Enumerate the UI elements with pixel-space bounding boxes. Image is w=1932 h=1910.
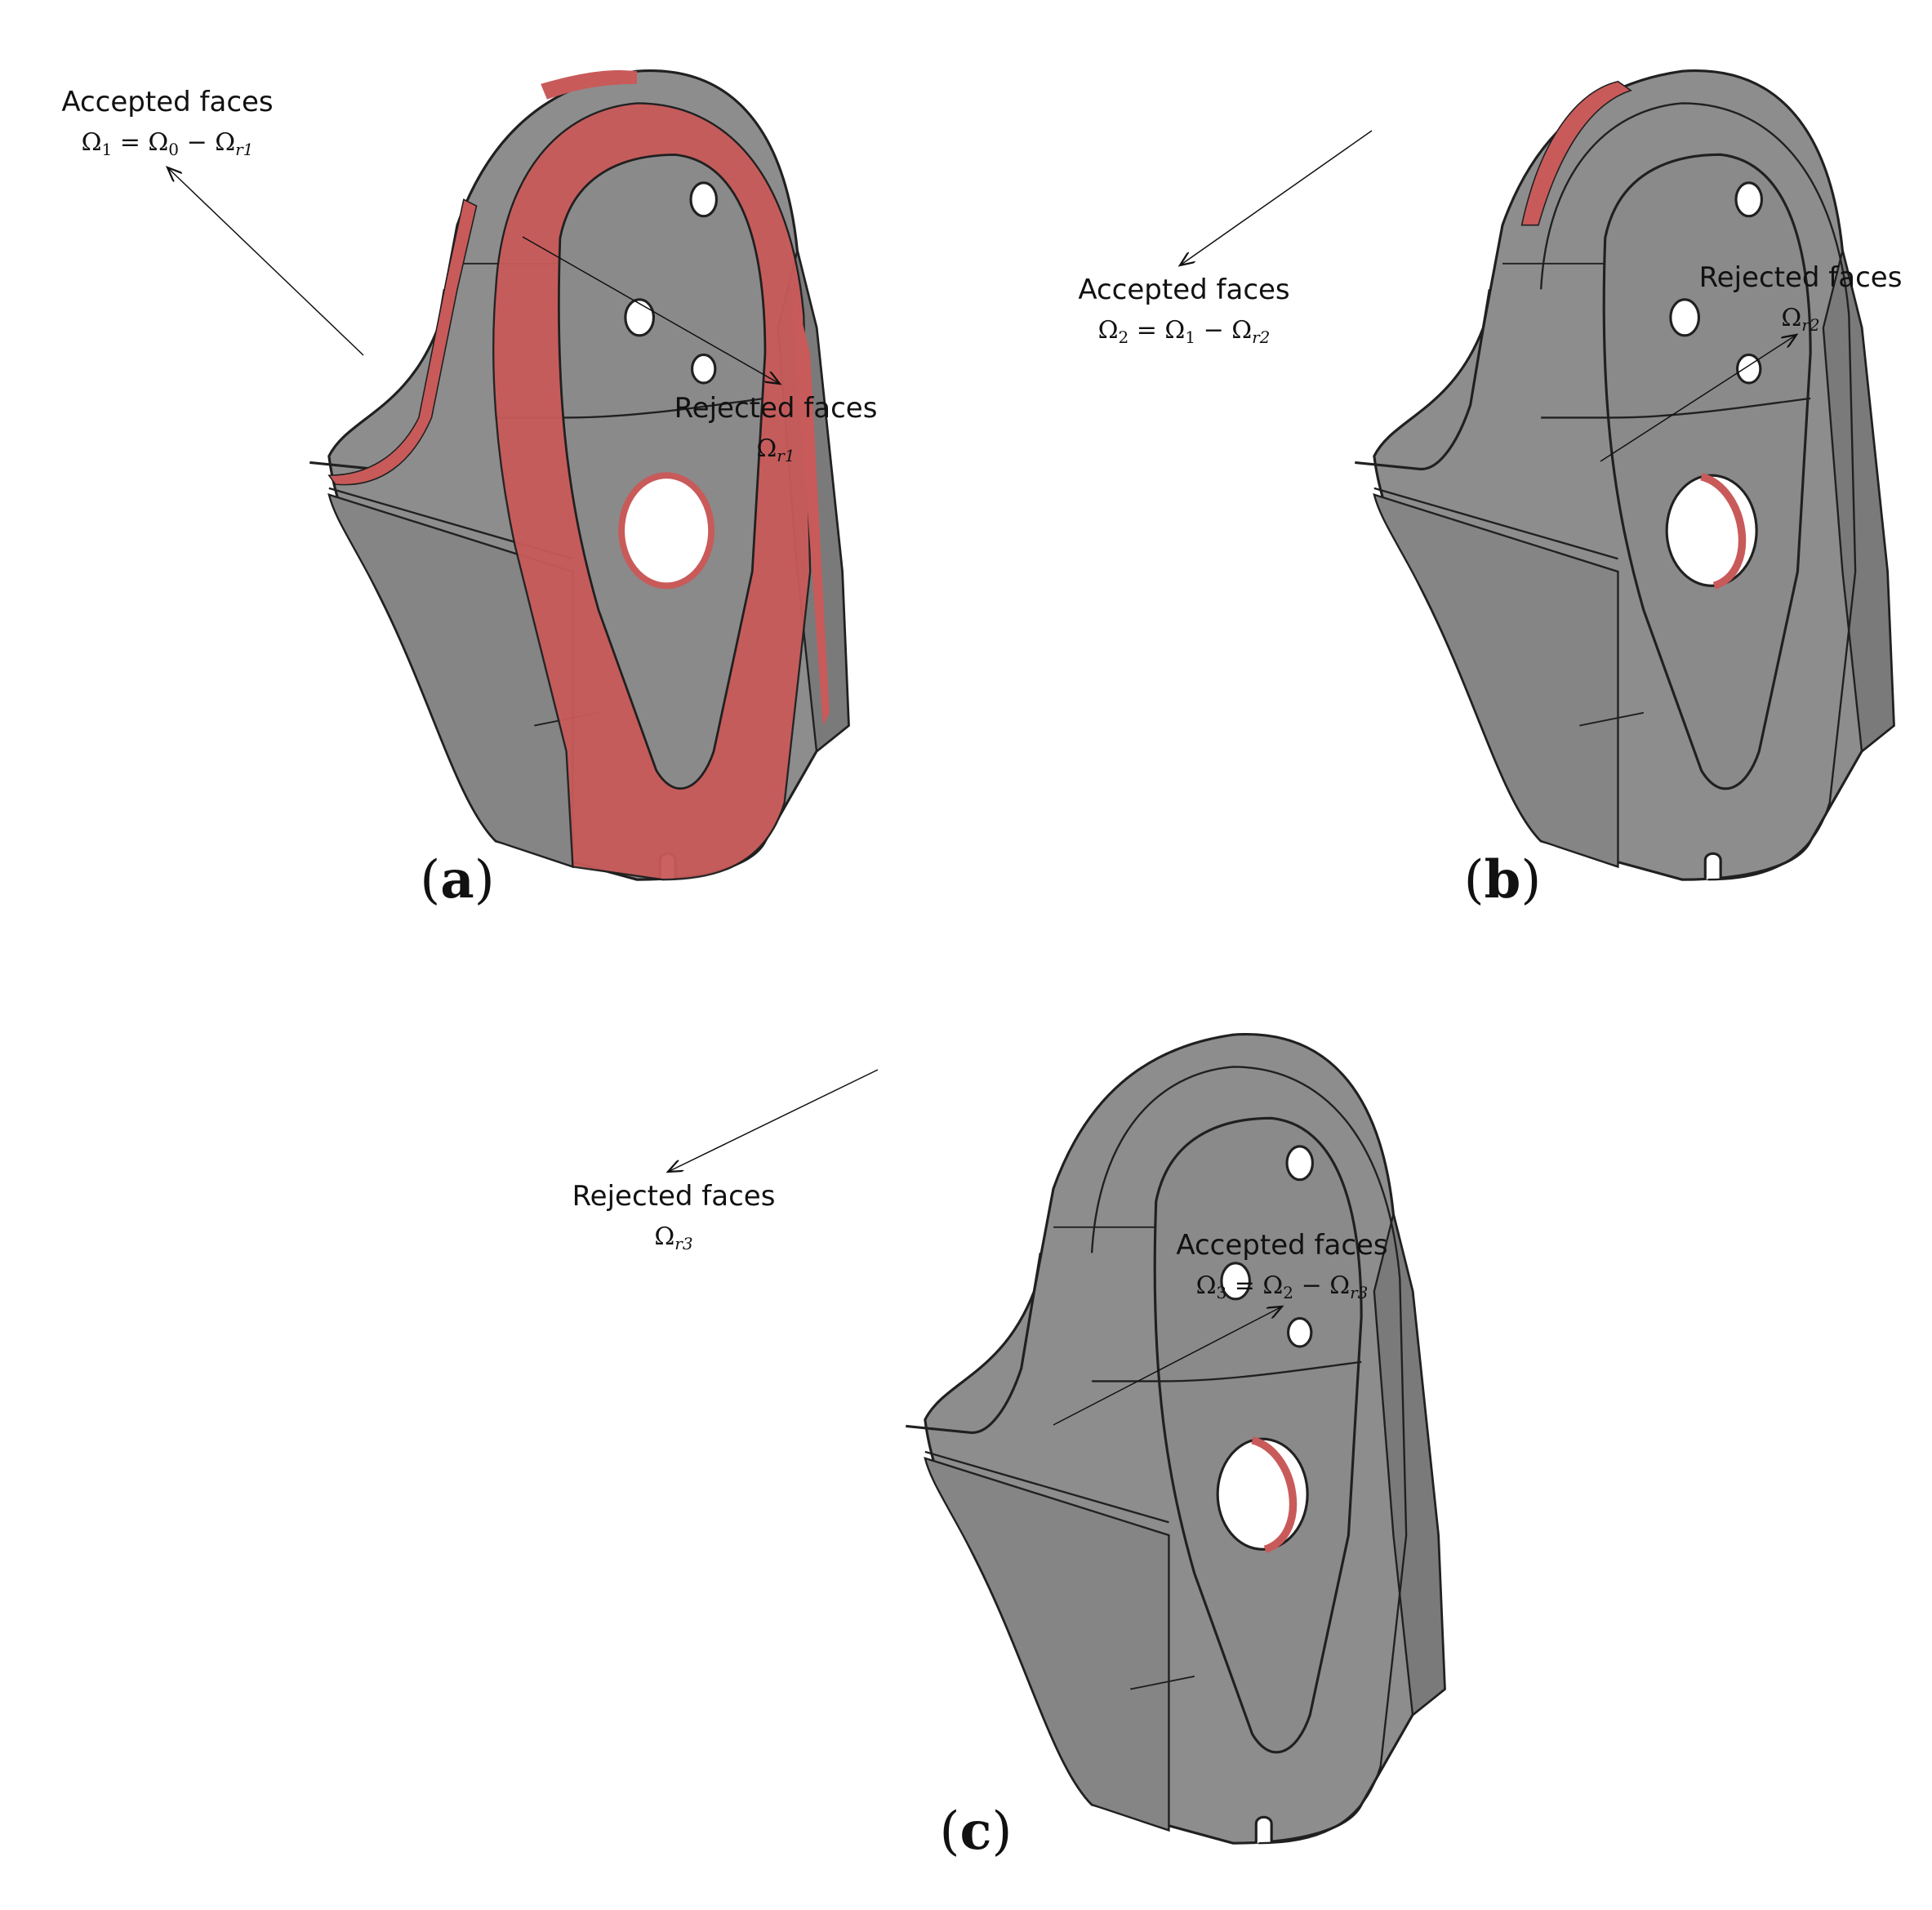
label-a-rejected-title: Rejected faces (674, 392, 878, 425)
label-c-accepted: Accepted faces Ω3 = Ω2 − Ωr3 (1160, 1225, 1404, 1313)
formula-a-rejected: Ωr1 (756, 434, 795, 465)
arrow-c-accepted (1053, 1307, 1282, 1426)
caption-a: (a) (420, 849, 495, 910)
label-a-accepted: Accepted faces Ω1 = Ω0 − Ωr1 (49, 82, 286, 170)
label-b-rejected-title: Rejected faces (1698, 261, 1903, 294)
label-a-rejected: Rejected faces Ωr1 (653, 388, 898, 476)
arrow-c-rejected (668, 1069, 879, 1172)
label-b-accepted-title: Accepted faces (1078, 274, 1290, 306)
formula-c-accepted: Ω3 = Ω2 − Ωr3 (1195, 1271, 1369, 1302)
part-render-b (1353, 69, 1895, 881)
label-b-rejected: Rejected faces Ωr2 (1682, 257, 1919, 345)
panel-c (645, 996, 1462, 1894)
label-c-accepted-title: Accepted faces (1176, 1229, 1388, 1262)
caption-b: (b) (1463, 849, 1542, 910)
label-b-accepted: Accepted faces Ω2 = Ω1 − Ωr2 (1062, 269, 1307, 358)
label-c-rejected: Rejected faces Ωr3 (555, 1176, 792, 1264)
label-a-accepted-title: Accepted faces (61, 86, 274, 118)
part-render-c (904, 1032, 1446, 1845)
formula-b-rejected: Ωr2 (1781, 304, 1820, 335)
arrow-b-rejected (1600, 335, 1796, 462)
arrow-b-accepted (1180, 130, 1373, 265)
formula-b-accepted: Ω2 = Ω1 − Ωr2 (1097, 316, 1271, 347)
panel-b (1094, 33, 1911, 931)
formula-a-accepted: Ω1 = Ω0 − Ωr1 (81, 128, 254, 159)
label-c-rejected-title: Rejected faces (572, 1180, 776, 1213)
arrow-a-rejected (522, 236, 780, 384)
part-render-a (308, 33, 850, 931)
formula-c-rejected: Ωr3 (654, 1222, 693, 1253)
panel-a (49, 33, 866, 931)
arrow-a-accepted (167, 167, 364, 356)
caption-c: (c) (939, 1801, 1013, 1862)
